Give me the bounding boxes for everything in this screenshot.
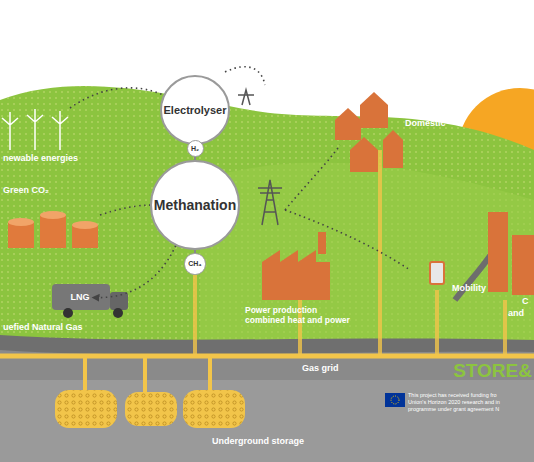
area-label: Green CO₂ [3, 185, 49, 195]
area-label: newable energies [3, 153, 78, 163]
logo-text: STORE& [453, 360, 532, 382]
node-text: H₂ [191, 145, 199, 152]
node-text: Methanation [154, 197, 236, 213]
area-label: Gas grid [302, 363, 339, 373]
process-circle: H₂ [187, 140, 204, 157]
area-label: Domestic [405, 118, 446, 128]
area-label: Underground storage [212, 436, 304, 446]
area-label: Mobility [452, 283, 486, 293]
node-text: Electrolyser [164, 104, 227, 116]
node-text: CH₄ [188, 260, 201, 267]
area-label: and [508, 308, 524, 318]
funding-note: This project has received funding fro [408, 392, 497, 398]
vehicle-label: LNG [68, 289, 93, 305]
area-label: Power production combined heat and power [245, 306, 350, 326]
process-circle: Electrolyser [160, 75, 230, 145]
funding-note: Union's Horizon 2020 research and in [408, 399, 500, 405]
area-label: uefied Natural Gas [3, 322, 83, 332]
node-text: LNG [71, 292, 90, 302]
process-circle: Methanation [150, 160, 240, 250]
process-circle: CH₄ [184, 253, 205, 274]
flow-connector [93, 246, 176, 298]
area-label: C [522, 296, 529, 306]
funding-note: programme under grant agreement N [408, 406, 499, 412]
